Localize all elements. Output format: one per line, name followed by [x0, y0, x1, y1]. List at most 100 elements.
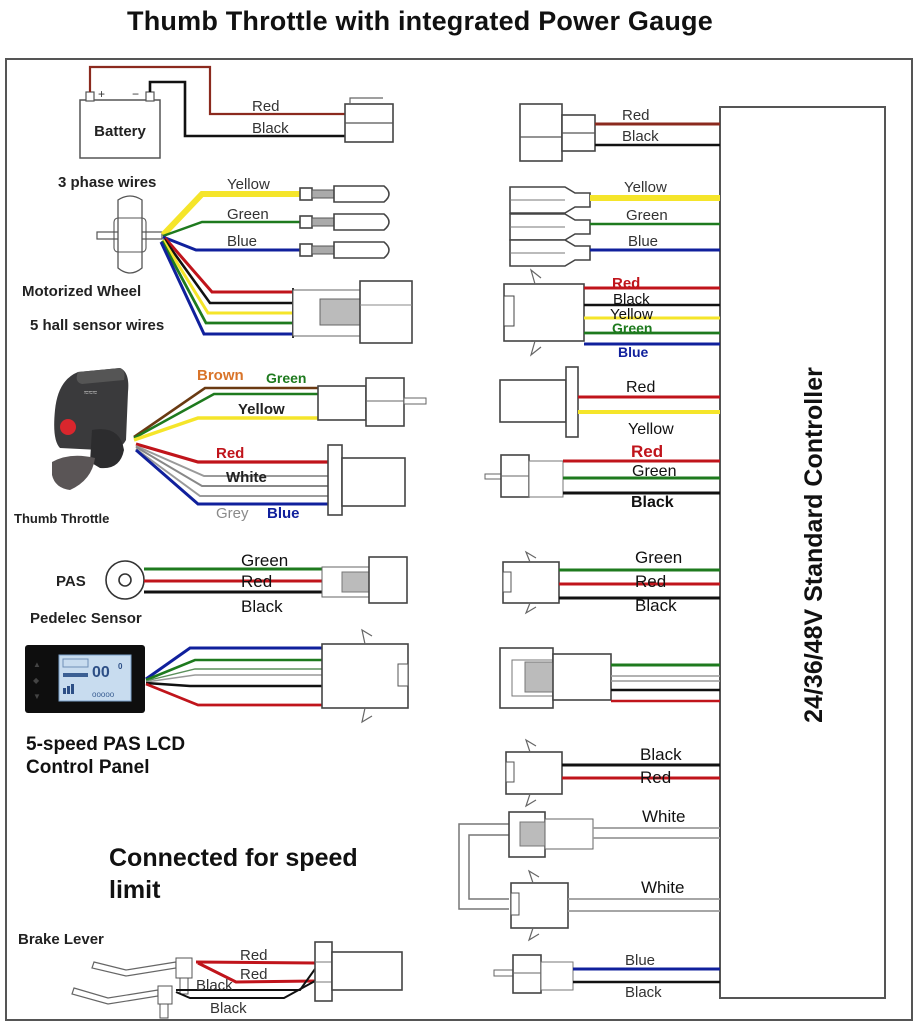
brake-connector-left	[314, 941, 403, 1002]
hall-wire-black	[162, 238, 292, 305]
phase-wires-label: 3 phase wires	[58, 174, 156, 191]
ctrl-battery-label-red: Red	[622, 107, 650, 124]
ctrl-speed-label-white-2: White	[641, 878, 684, 897]
throttle-label-green: Green	[266, 370, 306, 386]
battery-wire-black	[148, 80, 345, 138]
hall-wire-yellow	[161, 239, 292, 315]
phase-label-green: Green	[227, 206, 269, 223]
phase-wire-green	[162, 220, 300, 238]
ctrl-battery-label-black: Black	[622, 128, 659, 145]
throttle-label-grey: Grey	[216, 505, 249, 522]
ctrl-throttle-label-yellow: Yellow	[628, 421, 674, 438]
svg-text:◆: ◆	[33, 676, 40, 685]
ctrl-phase-label-green: Green	[626, 207, 668, 224]
ctrl-throttle-label-red-2: Red	[631, 442, 663, 461]
brake-connector-right	[505, 738, 563, 808]
throttle-wire-blue	[135, 448, 328, 506]
pas-connector-left	[321, 556, 408, 604]
phase-connectors-right	[509, 186, 591, 267]
hall-sensor-label: 5 hall sensor wires	[30, 317, 164, 334]
throttle-wire-white	[135, 445, 328, 477]
throttle-wire-yellow	[133, 416, 318, 442]
lcd-label-line1: 5-speed PAS LCD	[26, 734, 185, 755]
pas-label: Pedelec Sensor	[30, 610, 142, 627]
controller-box	[719, 106, 886, 999]
brake-wire-black-2	[175, 980, 316, 999]
brake-lever-label: Brake Lever	[18, 931, 104, 948]
brake-wire-red-1	[195, 960, 316, 965]
throttle-connector-top-left	[317, 377, 427, 427]
hall-wire-green	[160, 240, 292, 325]
lcd-connector-left	[321, 628, 409, 724]
ctrl-hall-label-black: Black	[613, 291, 650, 308]
pas-connector-right	[502, 550, 560, 615]
svg-text:≈≈≈: ≈≈≈	[84, 388, 98, 397]
throttle-label-yellow: Yellow	[238, 401, 285, 418]
brake-label-black-2: Black	[210, 1000, 247, 1017]
throttle-wire-grey	[135, 448, 328, 497]
diagram-frame	[5, 58, 913, 1021]
brake-label-red-1: Red	[240, 947, 268, 964]
throttle-wire-brown	[133, 386, 318, 439]
ctrl-hall-label-green: Green	[612, 320, 652, 336]
battery-wire-red	[88, 65, 345, 116]
speed-limit-loop	[458, 811, 594, 942]
lcd-label-line2: Control Panel	[26, 757, 150, 778]
svg-text:ooooo: ooooo	[92, 690, 115, 699]
phase-bullet-connectors-left	[299, 185, 390, 259]
throttle-connector-bottom-right	[484, 454, 564, 498]
throttle-label-brown: Brown	[197, 367, 244, 384]
ctrl-pas-label-black: Black	[635, 596, 677, 615]
speed-limit-note-line2: limit	[109, 876, 161, 904]
lcd-wire-blue	[145, 646, 322, 681]
battery-connector-left	[344, 97, 394, 143]
phase-label-yellow: Yellow	[227, 176, 270, 193]
battery-minus-sign: −	[132, 87, 139, 101]
lcd-control-panel-icon: ▲ ◆ ▼ 00 0 ooooo	[25, 645, 145, 713]
motorized-wheel-icon	[96, 195, 163, 274]
lcd-wire-black	[145, 681, 322, 688]
ctrl-phase-label-yellow: Yellow	[624, 179, 667, 196]
thumb-throttle-icon: ≈≈≈	[52, 368, 129, 490]
ctrl-hall-label-red: Red	[612, 275, 640, 292]
phase-wire-blue	[162, 235, 300, 252]
battery-body	[79, 99, 161, 159]
phase-label-blue: Blue	[227, 233, 257, 250]
brake-label-black-1: Black	[196, 977, 233, 994]
speed-limit-note-line1: Connected for speed	[109, 844, 358, 872]
pas-label-red: Red	[241, 572, 272, 591]
pas-label-green: Green	[241, 551, 288, 570]
ctrl-throttle-label-green: Green	[632, 463, 676, 480]
brake-lever-icon	[71, 957, 193, 1019]
throttle-wire-green	[133, 392, 318, 440]
pas-tag: PAS	[56, 573, 86, 590]
battery-wire-label-black: Black	[252, 120, 289, 137]
battery-terminal-plus	[85, 91, 95, 102]
last-connector-right	[493, 954, 574, 994]
motorized-wheel-label: Motorized Wheel	[22, 283, 141, 300]
ctrl-last-label-blue: Blue	[625, 952, 655, 969]
lcd-wire-green	[145, 658, 322, 682]
thumb-throttle-label: Thumb Throttle	[14, 511, 109, 526]
ctrl-speed-label-white-1: White	[642, 807, 685, 826]
ctrl-brake-label-black: Black	[640, 745, 682, 764]
battery: + − Battery	[79, 87, 161, 159]
throttle-label-red: Red	[216, 445, 244, 462]
battery-wire-label-red: Red	[252, 98, 280, 115]
ctrl-last-label-black: Black	[625, 984, 662, 1001]
throttle-connector-top-right	[499, 366, 579, 438]
svg-text:▼: ▼	[33, 692, 41, 701]
lcd-wire-red	[145, 682, 322, 707]
ctrl-throttle-label-black: Black	[631, 494, 674, 511]
hall-connector-left	[292, 280, 413, 344]
lcd-connector-right	[499, 647, 612, 709]
battery-plus-sign: +	[98, 87, 105, 101]
brake-label-red-2: Red	[240, 966, 268, 983]
pas-sensor-icon	[105, 560, 145, 600]
lcd-decimal-readout: 0	[118, 662, 123, 671]
hall-wire-red	[163, 237, 292, 294]
throttle-wire-red	[135, 442, 328, 464]
lcd-wire-white	[145, 674, 322, 683]
throttle-wire-white-2	[135, 446, 328, 487]
